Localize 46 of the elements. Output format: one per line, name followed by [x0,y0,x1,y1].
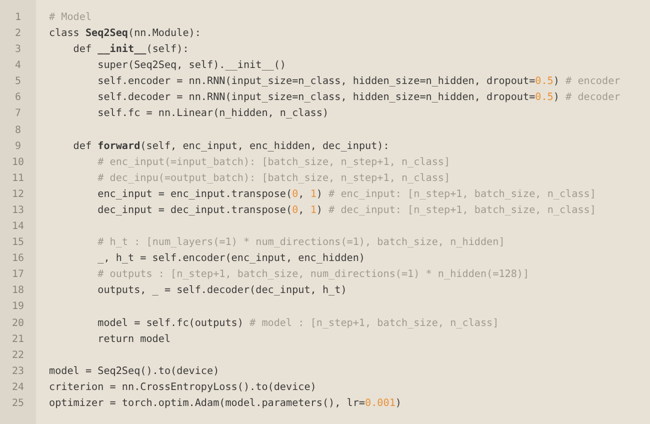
code-line: model = self.fc(outputs) # model : [n_step+1, batch_size, n_class] [96,316,499,331]
code-line: # h_t : [num_layers(=1) * num_directions(=1), batch_size, n_hidden] [96,236,505,250]
line-number: 18 [10,284,26,298]
line-number: 11 [10,172,26,186]
code-line: criterion = nn.CrossEntropyLoss().to(device) [49,380,316,395]
code-line: super(Seq2Seq, self).__init__() [96,59,286,74]
code-line: # outputs : [n_step+1, batch_size, num_directions(=1) * n_hidden(=128)] [96,268,530,282]
code-line: self.decoder = nn.RNN(input_size=n_class, hidden_size=n_hidden, dropout=0.5) # decoder [96,91,620,106]
line-number: 2 [14,27,22,42]
code-line: # Model [49,11,92,25]
code-line: _, h_t = self.encoder(enc_input, enc_hidden) [96,252,366,266]
code-line: outputs, _ = self.decoder(dec_input, h_t) [96,284,347,298]
line-number: 16 [10,252,26,266]
code-line: self.encoder = nn.RNN(input_size=n_class, hidden_size=n_hidden, dropout=0.5) # encoder [96,75,620,90]
code-line: def __init__(self): [72,43,189,58]
line-number: 1 [14,11,22,25]
code-line: model = Seq2Seq().to(device) [49,364,220,379]
line-number: 5 [14,75,22,90]
line-number: 7 [14,107,22,122]
line-number: 12 [10,188,26,202]
line-number: 13 [10,204,26,218]
code-line: optimizer = torch.optim.Adam(model.parameters(), lr=0.001) [49,396,402,411]
line-number: 15 [10,236,26,250]
line-number: 20 [10,316,26,331]
line-number: 6 [14,91,22,106]
line-number: 14 [10,220,26,234]
line-number: 21 [10,332,26,347]
code-line: self.fc = nn.Linear(n_hidden, n_class) [96,107,329,122]
line-number: 19 [10,300,26,314]
line-number: 4 [14,59,22,74]
code-line: return model [96,332,171,347]
line-number: 25 [10,396,26,411]
line-number: 23 [10,364,26,379]
line-number: 17 [10,268,26,282]
line-number: 3 [14,43,22,58]
line-number: 22 [10,348,26,363]
line-number: 9 [14,140,22,154]
code-line: # enc_input(=input_batch): [batch_size, n_step+1, n_class] [96,156,450,170]
line-number: 24 [10,380,26,395]
code-line: class Seq2Seq(nn.Module): [49,27,201,42]
code-line: dec_input = dec_input.transpose(0, 1) # dec_input: [n_step+1, batch_size, n_class] [96,204,596,218]
code-line: enc_input = enc_input.transpose(0, 1) # enc_input: [n_step+1, batch_size, n_class] [96,188,596,202]
line-number: 8 [14,124,22,138]
code-line: def forward(self, enc_input, enc_hidden, dec_input): [72,140,390,154]
code-line: # dec_inpu(=output_batch): [batch_size, n_step+1, n_class] [96,172,450,186]
line-number: 10 [10,156,26,170]
